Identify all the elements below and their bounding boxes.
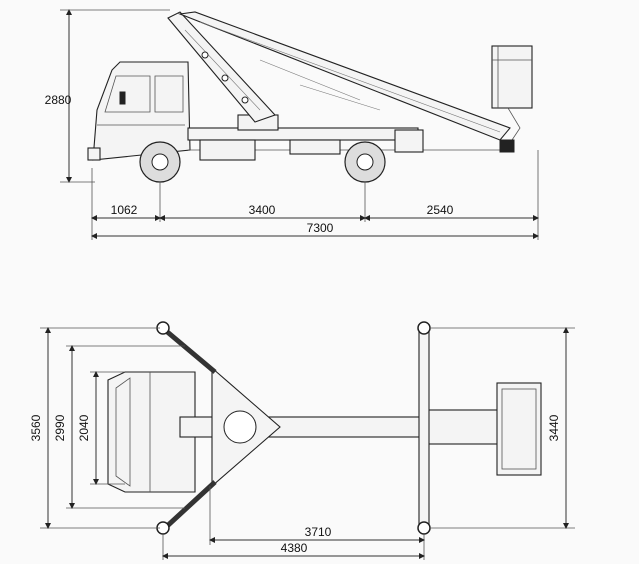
boom-pin-2 [221,74,229,82]
wheelbase-label: 3400 [249,203,276,217]
turntable-center [223,410,257,444]
truck-cab [92,61,191,161]
tank [289,139,341,155]
front-wheel-hub [151,153,169,171]
overall-length-label: 7300 [307,221,334,235]
rear-span-label: 3440 [547,414,561,441]
work-basket [491,45,533,109]
front-overhang-label: 1062 [111,203,138,217]
rear-support [394,129,424,153]
cab-inner-width-label: 2040 [77,414,91,441]
boom-cylinder [259,59,361,101]
cab-windshield-top [115,377,131,487]
height-label: 2880 [45,93,72,107]
boom-pin-1 [201,51,209,59]
rear-left-outrigger-pad [417,321,431,335]
front-bumper [87,147,101,161]
front-right-outrigger [163,480,217,530]
outrigger-distance-label: 3710 [305,525,332,539]
basket-top-view [496,382,542,476]
upper-boom-detail [199,21,501,133]
boom-head [499,139,515,153]
upper-boom [177,11,511,141]
basket-inner [501,388,537,470]
front-span-label: 3560 [29,414,43,441]
rear-boom-support [419,409,501,445]
chassis-frame [187,127,419,141]
equipment-box [199,139,256,161]
lower-boom [167,11,276,123]
outrigger-total-label: 4380 [281,541,308,555]
top-view: 3560 2990 2040 3440 3710 4380 [29,321,575,560]
rear-outrigger-beam [418,327,430,529]
basket-bracket [507,107,521,141]
side-view: 2880 [45,9,539,240]
rear-wheel-hub [356,153,374,171]
cab-mirror [119,91,126,105]
lower-boom-detail [184,29,261,111]
front-left-outrigger [163,328,217,374]
cab-side-window [154,75,184,113]
cab-outer-width-label: 2990 [53,414,67,441]
boom-pin-3 [241,96,249,104]
rear-right-outrigger-pad [417,521,431,535]
rear-overhang-label: 2540 [427,203,454,217]
cab-windshield [104,75,151,113]
boom-cylinder-2 [299,84,381,111]
